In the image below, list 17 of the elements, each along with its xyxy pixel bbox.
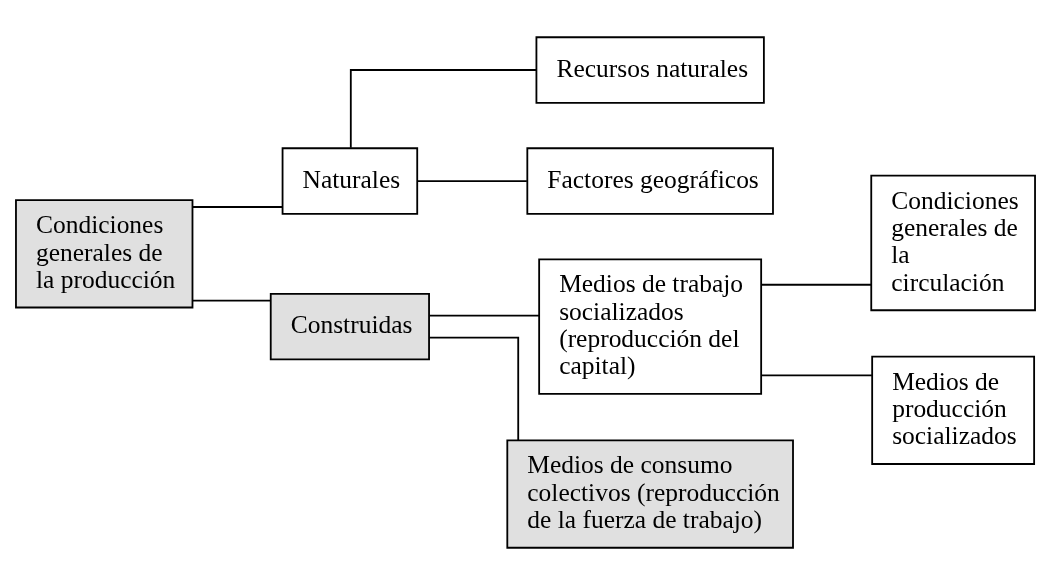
node-box: Condiciones generales de la circulación	[870, 174, 1036, 311]
connector	[760, 373, 873, 376]
connector	[760, 283, 872, 286]
node-box: Medios de consumo colectivos (reproducción de la fuerza de trabajo)	[506, 438, 794, 549]
node-box: Condiciones generales de la producción	[15, 198, 194, 308]
node-box: Recursos naturales	[535, 35, 765, 104]
node-box: Medios de trabajo socializados (reproducción del capital)	[538, 257, 763, 395]
connector	[428, 314, 540, 317]
connector	[428, 336, 520, 441]
connector	[192, 299, 272, 302]
connector	[416, 179, 528, 182]
node-box: Construidas	[269, 292, 430, 360]
connector	[192, 205, 284, 208]
node-box: Factores geográficos	[526, 146, 774, 215]
node-box: Medios de producción socializados	[871, 355, 1036, 465]
node-box: Naturales	[281, 146, 419, 215]
connector	[349, 68, 538, 149]
